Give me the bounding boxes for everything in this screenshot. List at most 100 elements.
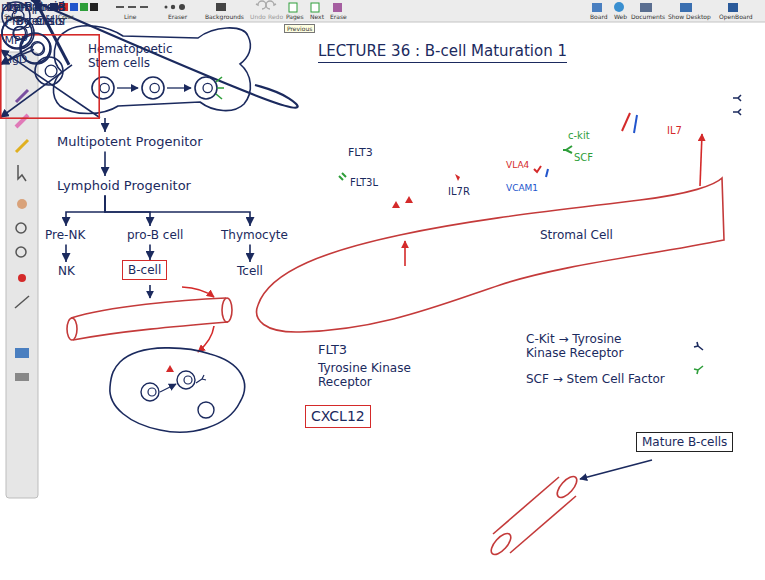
c-kit-receptor	[563, 146, 572, 153]
pre-b-receptor	[622, 113, 630, 131]
toolbar-border	[0, 22, 765, 23]
connector-arrow	[31, 0, 298, 108]
toolbar-label: Erase	[330, 13, 347, 20]
toolbar-label: OpenBoard	[719, 13, 753, 20]
capture-icon	[15, 348, 29, 358]
connector-arrow	[0, 49, 100, 117]
shape-outline	[48, 22, 255, 118]
undo-icon	[256, 1, 266, 9]
cell-figure	[0, 15, 36, 51]
differentiation-arrow	[167, 87, 191, 88]
annotation-label: IL7R	[448, 186, 470, 198]
shape-outline	[250, 170, 728, 340]
connector-arrow	[105, 196, 150, 226]
toolbar-label: Pages	[286, 13, 304, 20]
eraser-size-icon	[179, 4, 185, 10]
cell-membrane	[142, 77, 164, 99]
vcam1-ligand	[546, 169, 548, 177]
toolbar-label: Redo	[268, 13, 283, 20]
documents-icon	[640, 3, 652, 12]
toolbar-label: Web	[614, 13, 627, 20]
node-label: pro-B cell	[127, 228, 183, 242]
cell-nucleus	[100, 83, 109, 92]
toolbar-label: Next	[310, 13, 324, 20]
node-label: Hematopoetic Stem cells	[88, 42, 188, 71]
cell: IgM IgD	[0, 0, 36, 66]
circulation-arrow	[198, 326, 214, 352]
pointer-icon	[18, 165, 26, 181]
annotation-label: SCF	[574, 152, 593, 164]
node-label: NK	[58, 264, 75, 278]
eraser-size-icon	[165, 6, 168, 9]
node-label: Pre-NK	[45, 228, 85, 242]
node-label: B-cell	[128, 263, 161, 277]
annotation-label: VCAM1	[506, 183, 538, 194]
il7-molecule	[392, 201, 400, 208]
pen-icon	[16, 90, 28, 102]
antigen	[166, 365, 174, 372]
cell-nucleus	[184, 376, 192, 384]
connector-arrow	[149, 244, 151, 260]
circulation-arrow	[182, 287, 214, 297]
keyboard-icon	[15, 373, 29, 381]
cell-nucleus	[31, 41, 44, 54]
toolbar-background	[0, 0, 765, 22]
connector-arrow	[65, 244, 67, 262]
cell	[198, 402, 214, 418]
outline-path	[53, 26, 250, 114]
secretion-arrow	[700, 134, 702, 186]
vessel-wall	[493, 477, 559, 534]
exit-arrow	[149, 285, 151, 298]
vessel-wall	[73, 322, 228, 340]
lymph-node-outline	[110, 348, 245, 432]
toolbar-label: Documents	[631, 13, 665, 20]
hand-icon	[17, 199, 27, 209]
interaction-arrow	[160, 384, 176, 392]
toolbar	[0, 0, 765, 22]
node-label: IgD	[9, 53, 28, 66]
igd-receptor	[694, 366, 703, 374]
cell-nucleus	[148, 388, 156, 396]
node-label: Multipotent Progenitor	[57, 134, 203, 150]
connector-arrow	[105, 196, 250, 226]
cell	[141, 383, 159, 401]
annotation-label: IL7	[667, 125, 682, 137]
toolbar-label: Board	[590, 13, 608, 20]
blood-vessel-left	[67, 285, 245, 432]
igm-receptor	[694, 342, 703, 350]
vessel-wall	[71, 298, 226, 318]
highlighter-icon	[16, 115, 28, 127]
bcr-receptor	[196, 375, 206, 383]
vessel-end	[222, 298, 232, 322]
annotation-label: SCF → Stem Cell Factor	[526, 372, 676, 386]
bone-outline: Hematopoetic Stem cells	[48, 22, 255, 118]
receptor-mark	[216, 77, 224, 99]
il7-bound	[455, 174, 460, 181]
vessel-end	[488, 530, 514, 557]
web-icon	[614, 2, 624, 12]
page-title: LECTURE 36 : B-cell Maturation 1	[318, 42, 567, 63]
node-label: Lymphoid Progenitor	[57, 178, 191, 194]
vla4-integrin	[534, 166, 541, 172]
flt3-receptor	[339, 173, 346, 180]
next-icon	[311, 3, 319, 12]
stage-label: Lymphoid Progenitor	[52, 176, 196, 196]
node-label: Mature B-cells	[642, 435, 727, 449]
stage-label: NK	[53, 262, 80, 280]
node-label: Tcell	[237, 264, 263, 278]
cell-membrane	[195, 77, 217, 99]
differentiation-arrow	[117, 87, 138, 88]
connector-arrow	[249, 244, 251, 262]
connector-arrow	[104, 152, 106, 176]
toolbar-label: Color	[58, 13, 74, 20]
annotation-label: Tyrosine Kinase Receptor	[318, 361, 443, 390]
node-label: CXCL12	[311, 408, 365, 425]
exit-arrow	[580, 460, 652, 479]
node-label: IgM	[8, 0, 28, 13]
cell-membrane	[2, 17, 34, 49]
highlight-box: CXCL12	[305, 405, 371, 428]
connector-arrow	[104, 118, 106, 132]
stromal-cell-outline: Stromal Cell	[250, 170, 728, 340]
color-swatch-icon	[90, 3, 98, 11]
marker-icon	[16, 140, 28, 152]
